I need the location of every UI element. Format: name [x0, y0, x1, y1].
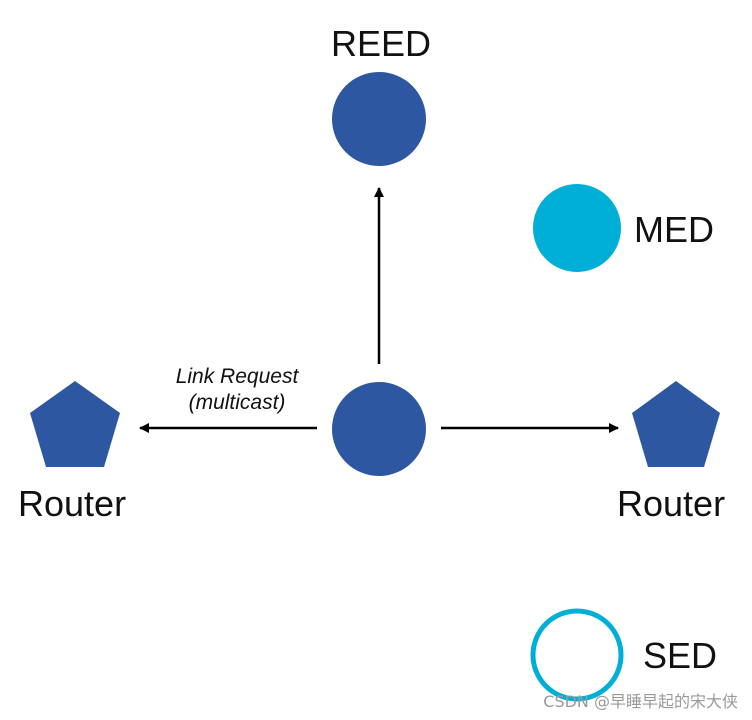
med-node [533, 184, 621, 272]
router-right-node [632, 381, 720, 467]
router-left-node [30, 381, 120, 467]
router-left-label: Router [18, 483, 127, 524]
link-request-label-line1: Link Request [175, 365, 299, 388]
link-request-label-line2: (multicast) [188, 391, 286, 414]
sed-node [530, 608, 624, 702]
reed-node [332, 72, 426, 166]
watermark-text: CSDN @早睡早起的宋大侠 [543, 692, 738, 711]
reed-label: REED [331, 23, 432, 64]
router-right-label: Router [617, 483, 726, 524]
sed-label: SED [643, 635, 718, 676]
med-label: MED [634, 209, 714, 250]
link-request-label: Link Request (multicast) [156, 364, 318, 416]
center-node [332, 382, 426, 476]
